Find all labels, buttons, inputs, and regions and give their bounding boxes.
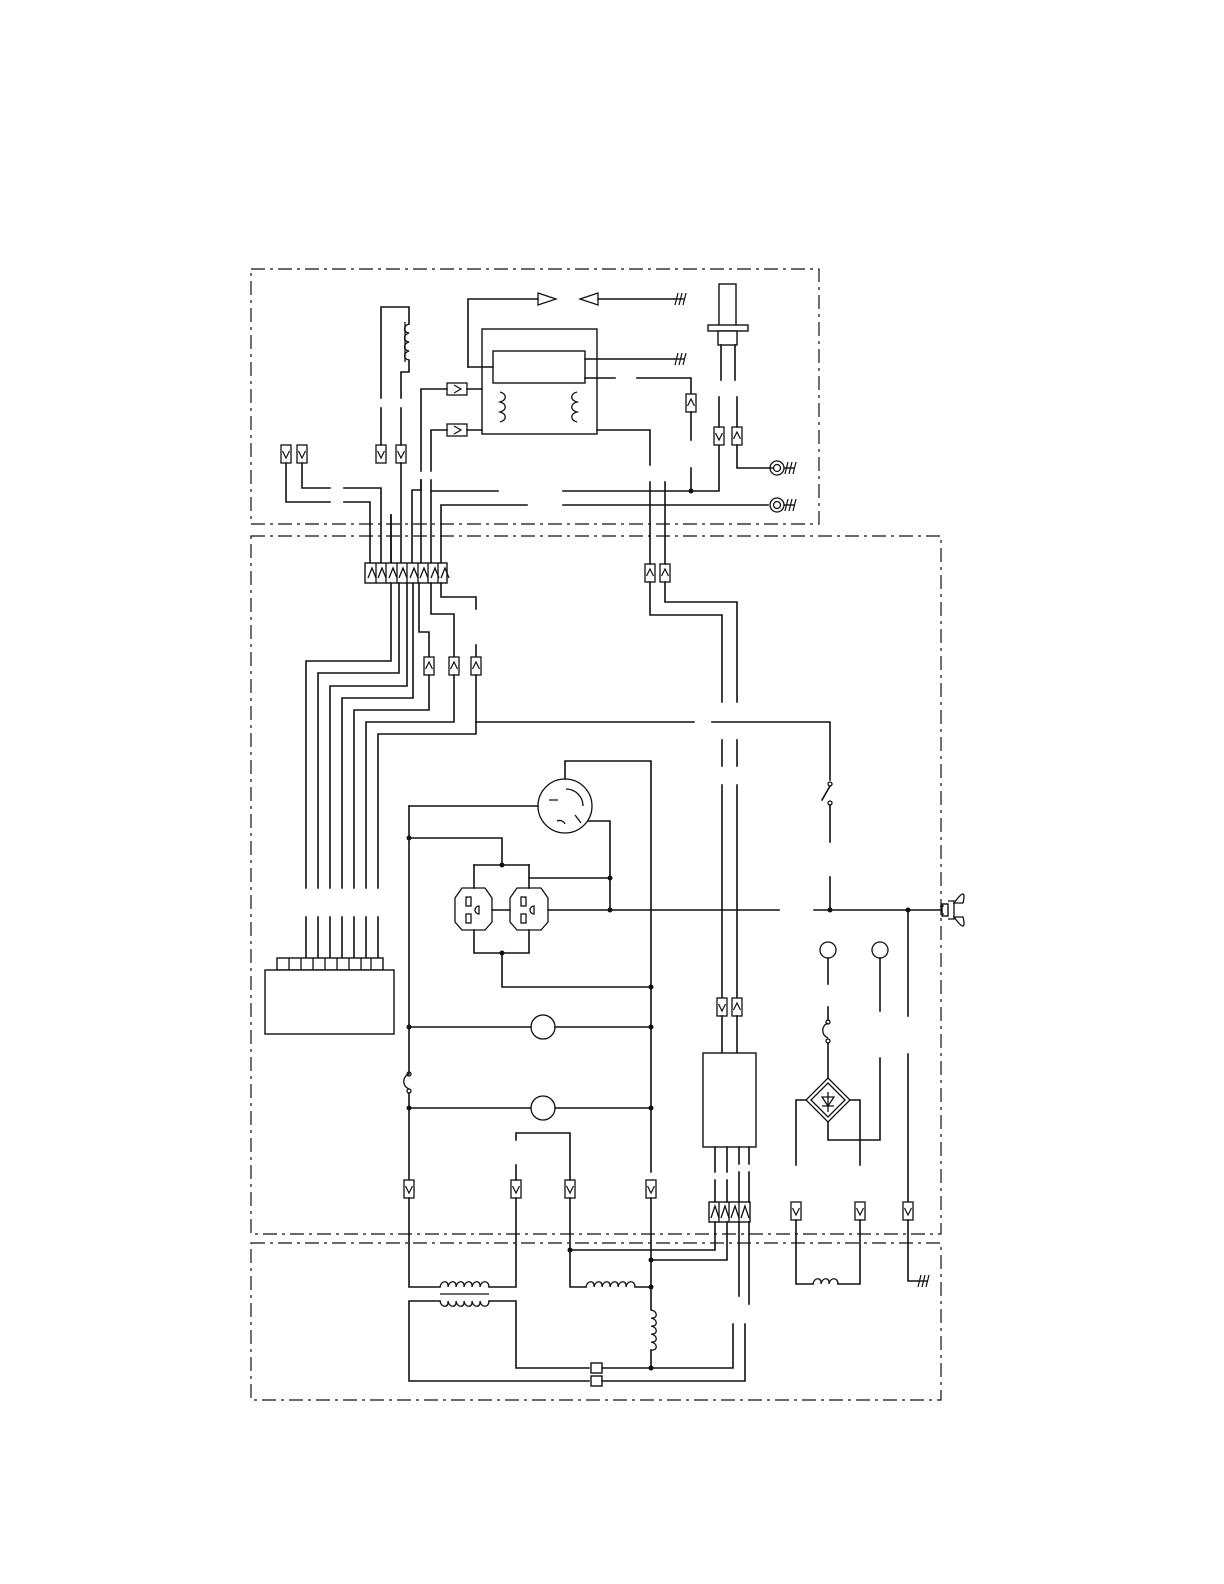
lamp-icon: [820, 942, 836, 958]
twist-lock-receptacle-icon: [538, 779, 592, 833]
connector-icon: [281, 445, 291, 463]
connector-icon: [297, 445, 307, 463]
connector-icon: [447, 383, 467, 395]
ground-icon: [674, 353, 686, 365]
connector-icon: [903, 1202, 913, 1220]
circuit-breaker-icon: [823, 1023, 828, 1038]
connector-icon: [686, 394, 696, 412]
connector-icon: [511, 1180, 521, 1198]
ground-icon: [917, 1275, 929, 1287]
connector-icon: [471, 657, 481, 675]
control-module: [265, 970, 394, 1034]
wing-nut-terminal-icon: [940, 894, 964, 926]
arrow-icon: [580, 293, 598, 305]
winding-icon: [440, 1282, 489, 1287]
connector-icon: [660, 564, 670, 582]
main-connector-block: [365, 563, 449, 583]
ground-icon: [674, 293, 686, 305]
connector-icon: [645, 564, 655, 582]
connector-icon: [424, 657, 434, 675]
lamp-icon: [531, 1015, 555, 1039]
connector-icon: [717, 998, 727, 1016]
brush-icon: [591, 1363, 602, 1373]
lamp-icon: [531, 1096, 555, 1120]
ground-icon: [784, 462, 796, 474]
control-module-connector: [277, 958, 383, 970]
connector-icon: [646, 1180, 656, 1198]
ground-icon: [784, 499, 796, 511]
hour-meter-module: [703, 1053, 756, 1147]
connector-icon: [855, 1202, 865, 1220]
connector-icon: [404, 1180, 414, 1198]
connector-icon: [447, 424, 467, 436]
bridge-rectifier-icon: [806, 1078, 850, 1122]
alternator-section: [409, 1198, 929, 1386]
connector-icon: [449, 657, 459, 675]
connector-icon: [714, 427, 724, 445]
brush-icon: [591, 1376, 602, 1386]
connector-icon: [732, 998, 742, 1016]
terminal-strip: [709, 1202, 750, 1222]
connector-icon: [732, 427, 742, 445]
arrow-icon: [538, 293, 556, 305]
duplex-outlet-icon: [455, 888, 492, 930]
spark-plug-icon: [708, 284, 748, 380]
duplex-outlet-icon: [510, 888, 548, 930]
control-panel-section: [265, 482, 964, 1222]
winding-icon: [651, 1310, 656, 1350]
ground-stud-icon: [770, 498, 784, 512]
connector-icon: [396, 445, 406, 463]
connector-icon: [565, 1180, 575, 1198]
winding-icon: [440, 1301, 489, 1306]
winding-icon: [586, 1282, 635, 1287]
lamp-icon: [872, 942, 888, 958]
ignition-module-core: [493, 351, 585, 383]
winding-icon: [813, 1279, 838, 1284]
connector-icon: [376, 445, 386, 463]
connector-icon: [791, 1202, 801, 1220]
